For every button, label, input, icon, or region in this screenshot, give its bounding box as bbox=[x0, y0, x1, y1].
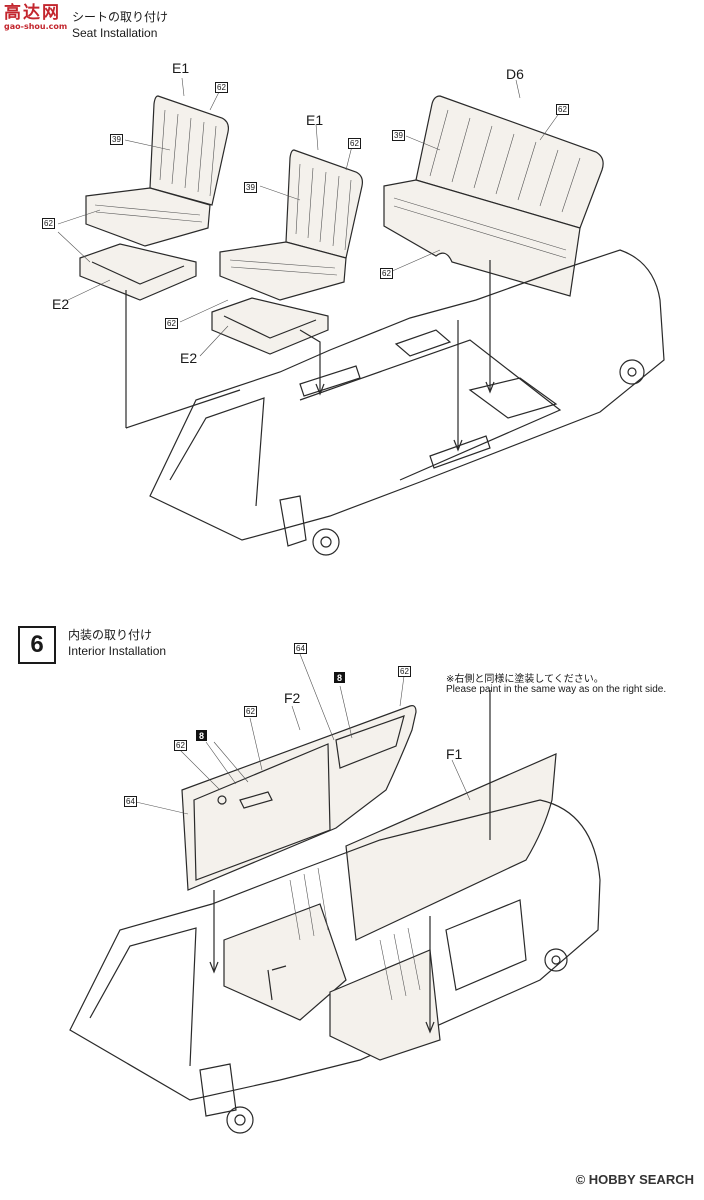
seat-back-left bbox=[149, 95, 229, 206]
step6-title-jp: 内装の取り付け bbox=[68, 628, 153, 642]
bench-seat-cushion bbox=[383, 179, 581, 297]
part-label-e1-middle: E1 bbox=[306, 112, 324, 128]
seat-front-step6 bbox=[223, 903, 347, 1021]
color-tag-39: 39 bbox=[110, 134, 123, 145]
color-tag-62: 62 bbox=[165, 318, 178, 329]
color-tag-62: 62 bbox=[380, 268, 393, 279]
color-tag-64: 64 bbox=[294, 643, 307, 654]
paint-tag-8: 8 bbox=[334, 672, 345, 683]
watermark-url: gao-shou.com bbox=[4, 22, 68, 31]
step-number-6: 6 bbox=[18, 626, 56, 664]
part-label-e1-left: E1 bbox=[172, 60, 190, 76]
color-tag-62: 62 bbox=[42, 218, 55, 229]
chassis-body-step6 bbox=[69, 799, 601, 1101]
color-tag-62: 62 bbox=[556, 104, 569, 115]
watermark-logo: 高达网 gao-shou.com bbox=[4, 4, 68, 34]
color-tag-39: 39 bbox=[392, 130, 405, 141]
step5-title-jp: シートの取り付け bbox=[72, 10, 169, 24]
color-tag-39: 39 bbox=[244, 182, 257, 193]
color-tag-62: 62 bbox=[174, 740, 187, 751]
seat-base-middle bbox=[211, 297, 329, 355]
panel-f1 bbox=[345, 753, 557, 941]
paint-note-en: Please paint in the same way as on the r… bbox=[446, 684, 667, 695]
watermark-brand: 高达网 bbox=[4, 3, 61, 23]
color-tag-64: 64 bbox=[124, 796, 137, 807]
chassis-body bbox=[149, 249, 665, 541]
step6-title-en: Interior Installation bbox=[68, 644, 167, 658]
paint-tag-8: 8 bbox=[196, 730, 207, 741]
paint-note-jp: ※右側と同様に塗装してください。 bbox=[446, 674, 604, 685]
part-label-f1: F1 bbox=[446, 746, 463, 762]
step5-title-en: Seat Installation bbox=[72, 26, 158, 40]
footer-credit: © HOBBY SEARCH bbox=[575, 1172, 694, 1187]
door-panel-f2 bbox=[181, 705, 417, 891]
part-label-e2-left: E2 bbox=[52, 296, 70, 312]
seat-base-left bbox=[79, 243, 197, 301]
color-tag-62: 62 bbox=[398, 666, 411, 677]
part-label-f2: F2 bbox=[284, 690, 301, 706]
part-label-d6: D6 bbox=[506, 66, 524, 82]
color-tag-62: 62 bbox=[348, 138, 361, 149]
color-tag-62: 62 bbox=[215, 82, 228, 93]
color-tag-62: 62 bbox=[244, 706, 257, 717]
part-label-e2-middle: E2 bbox=[180, 350, 198, 366]
